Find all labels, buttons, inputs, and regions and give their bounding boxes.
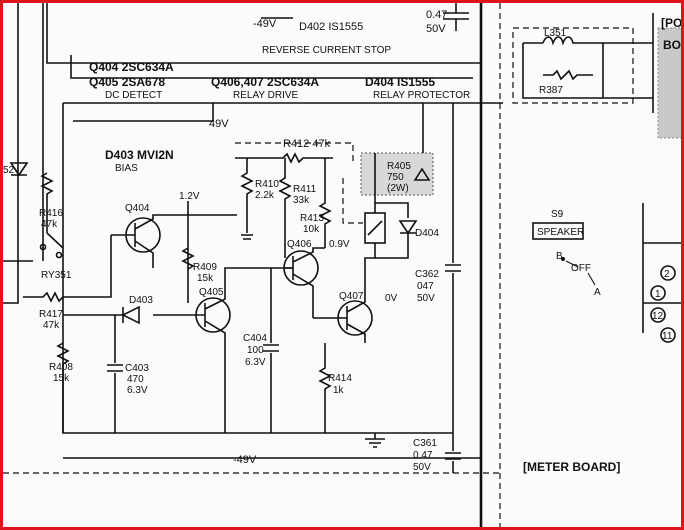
- q406-407-part-label: Q406,407 2SC634A: [211, 75, 319, 89]
- component-label: C403: [125, 363, 149, 374]
- component-label: D403: [129, 295, 153, 306]
- component-label: D404: [415, 228, 439, 239]
- component-label: 0.9V: [329, 239, 350, 250]
- component-label: 11: [662, 331, 673, 342]
- component-label: C404: [243, 333, 267, 344]
- top-voltage-label: -49V: [253, 18, 277, 30]
- d403-part-label: D403 MVI2N: [105, 148, 174, 162]
- l351-box: [512, 27, 634, 104]
- component-label: 50V: [417, 293, 435, 304]
- component-label: 750: [387, 172, 404, 183]
- d404-part-label: D404 IS1555: [365, 75, 435, 89]
- reverse-current-stop-label: REVERSE CURRENT STOP: [262, 45, 391, 56]
- component-label: 47k: [43, 320, 60, 331]
- component-label: B: [556, 251, 563, 262]
- dc-detect-bus: [70, 55, 473, 79]
- component-label: R416: [39, 208, 63, 219]
- component-label: Q407: [339, 291, 364, 302]
- dc-detect-label: DC DETECT: [105, 90, 162, 101]
- component-label: [PO: [661, 16, 682, 30]
- component-label: 47k: [41, 219, 58, 230]
- relay-drive-label: RELAY DRIVE: [233, 90, 299, 101]
- component-label: 50V: [413, 462, 431, 473]
- component-label: R410: [255, 179, 279, 190]
- r412-label: R412 47k: [283, 138, 331, 150]
- component-label: R411: [293, 184, 317, 195]
- q404-part-label: Q404 2SC634A: [89, 60, 174, 74]
- dashed-relay-box: [235, 142, 354, 163]
- component-label: R409: [193, 262, 217, 273]
- component-label: Q404: [125, 203, 150, 214]
- component-label: 2: [664, 269, 670, 280]
- component-label: 12: [652, 311, 664, 322]
- component-label: OFF: [571, 263, 591, 274]
- component-label: 1: [655, 289, 661, 300]
- component-label: 0.47: [426, 9, 447, 21]
- component-label: 100: [247, 345, 264, 356]
- component-label: 470: [127, 374, 144, 385]
- component-label: 15k: [53, 373, 70, 384]
- component-label: 1k: [333, 385, 345, 396]
- component-label: (2W): [387, 183, 409, 194]
- component-label: 0.47: [413, 450, 433, 461]
- component-label: R387: [539, 85, 563, 96]
- component-label: Q406: [287, 239, 312, 250]
- meter-board-label: [METER BOARD]: [523, 460, 620, 474]
- schematic-diagram: -49V D402 IS1555 0.47 50V REVERSE CURREN…: [3, 3, 682, 527]
- component-label: 15k: [197, 273, 214, 284]
- reverse-stop-bus: [46, 3, 481, 64]
- component-label: BIAS: [115, 163, 138, 174]
- component-label: R413: [300, 213, 324, 224]
- component-label: R417: [39, 309, 63, 320]
- component-label: 50V: [426, 23, 446, 35]
- component-label: 10k: [303, 224, 320, 235]
- r405-shaded-box: [360, 152, 434, 196]
- component-label: BO: [663, 38, 681, 52]
- rail-49v-wire: [73, 103, 214, 122]
- component-label: RY351: [41, 270, 72, 281]
- component-label: C362: [415, 269, 439, 280]
- component-label: R408: [49, 362, 73, 373]
- component-label: A: [594, 287, 601, 298]
- component-label: C361: [413, 438, 437, 449]
- component-label: S9: [551, 209, 564, 220]
- bottom-voltage-label: -49V: [233, 454, 257, 466]
- component-label: 52: [3, 165, 15, 176]
- component-label: 2.2k: [255, 190, 275, 201]
- d402-label: D402 IS1555: [299, 21, 363, 33]
- component-label: 6.3V: [245, 357, 266, 368]
- q406-transistor: [283, 250, 319, 286]
- speaker-box: [532, 222, 584, 240]
- component-label: R405: [387, 161, 411, 172]
- component-label: 047: [417, 281, 434, 292]
- component-label: 6.3V: [127, 385, 148, 396]
- left-wire: [3, 3, 19, 304]
- relay-protector-label: RELAY PROTECTOR: [373, 90, 470, 101]
- speaker-switch-label: SPEAKER: [537, 227, 584, 238]
- d403-diode: [121, 305, 140, 325]
- rail-49v-label: 49V: [209, 118, 229, 130]
- component-label: Q405: [199, 287, 224, 298]
- component-label: 1.2V: [179, 191, 200, 202]
- component-label: 0V: [385, 293, 398, 304]
- component-label: 33k: [293, 195, 310, 206]
- component-label: R414: [328, 373, 352, 384]
- q405-part-label: Q405 2SA678: [89, 75, 165, 89]
- component-label: L351: [544, 28, 567, 39]
